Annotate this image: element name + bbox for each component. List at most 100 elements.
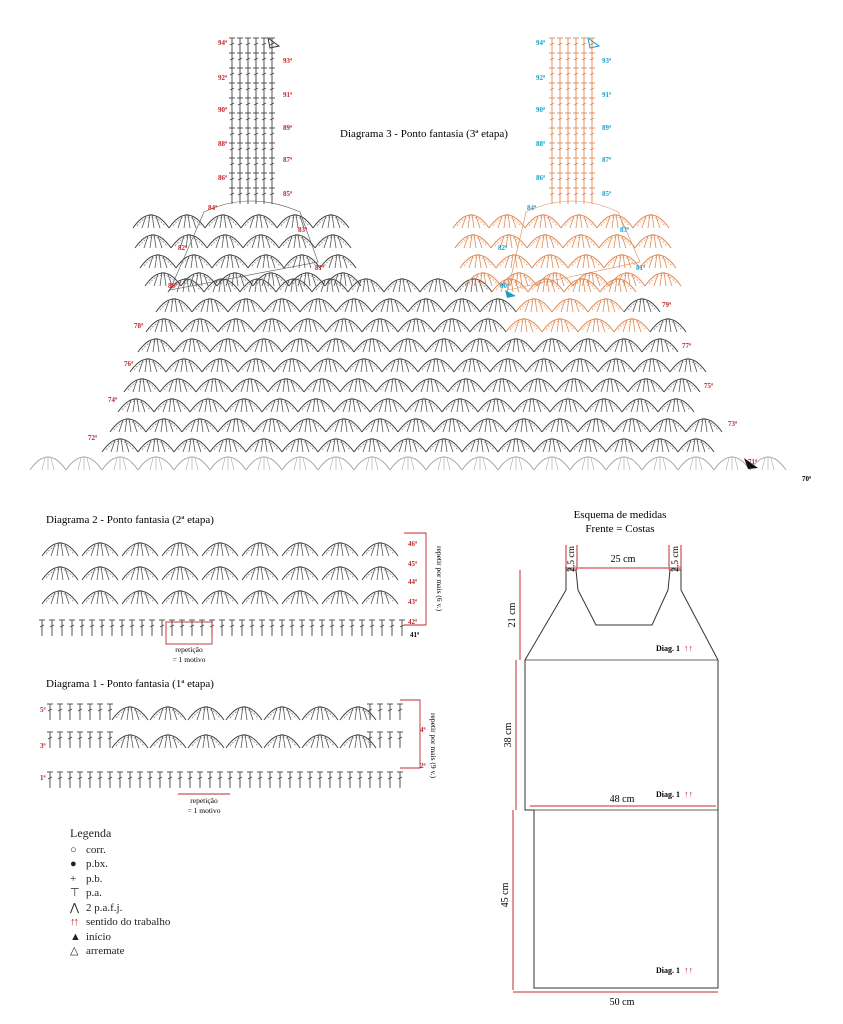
diagram-2-title: Diagrama 2 - Ponto fantasia (2ª etapa) xyxy=(46,514,214,526)
strap-stitch xyxy=(236,82,244,100)
fan-motif xyxy=(211,253,249,269)
diagram-1-repeat-label-1: repetição xyxy=(190,796,218,805)
base-stitch xyxy=(358,619,366,637)
fan-motif xyxy=(121,589,159,605)
strap-stitch xyxy=(244,112,252,130)
fan-motif xyxy=(657,397,695,413)
row-label: 83ª xyxy=(620,226,630,234)
fan-motif xyxy=(241,565,279,581)
row-label: 5ª xyxy=(40,706,47,714)
fan-motif xyxy=(263,705,301,721)
svg-text:Diag. 1: Diag. 1 xyxy=(656,790,680,799)
fan-motif xyxy=(225,733,263,749)
base-stitch xyxy=(338,619,346,637)
fan-motif xyxy=(453,357,491,373)
row-label: 46ª xyxy=(408,540,418,548)
base-stitch xyxy=(376,703,384,721)
strap-stitch xyxy=(564,52,572,70)
fan-motif xyxy=(677,437,715,453)
fan-motif xyxy=(240,213,278,229)
fan-motif xyxy=(669,357,707,373)
fan-motif xyxy=(227,297,265,313)
fan-motif xyxy=(101,437,139,453)
base-stitch xyxy=(128,619,136,637)
fan-motif xyxy=(241,541,279,557)
row-label: 82ª xyxy=(178,244,188,252)
strap-stitch xyxy=(236,52,244,70)
strap-stitch xyxy=(252,82,260,100)
fan-motif xyxy=(168,213,206,229)
fan-motif xyxy=(117,397,155,413)
diagram-3-left-yoke xyxy=(169,200,319,291)
diagram-3-left-strap xyxy=(228,37,276,205)
fan-motif xyxy=(81,589,119,605)
neck-measure: 25 cm xyxy=(611,554,636,565)
strap-stitch xyxy=(548,157,556,175)
row-label: 81ª xyxy=(636,264,646,272)
strap-stitch xyxy=(228,127,236,145)
finish-icon: △ xyxy=(70,945,79,957)
strap-stitch xyxy=(556,82,564,100)
fan-motif xyxy=(477,397,515,413)
row-label: 88ª xyxy=(536,140,546,148)
fan-motif xyxy=(245,337,283,353)
strap-stitch xyxy=(556,157,564,175)
fan-motif xyxy=(137,337,175,353)
strap-stitch xyxy=(260,157,268,175)
strap-stitch xyxy=(252,37,260,55)
diagram-3-right-strap xyxy=(548,37,596,205)
fan-motif xyxy=(303,377,341,393)
slip-stitch-icon: ● xyxy=(70,858,77,870)
strap-stitch xyxy=(236,157,244,175)
strap-stitch xyxy=(268,97,276,115)
base-stitch xyxy=(58,619,66,637)
row-label: 79ª xyxy=(662,301,672,309)
fan-motif xyxy=(569,337,607,353)
base-stitch xyxy=(96,703,104,721)
fan-motif xyxy=(253,417,291,433)
strap-stitch xyxy=(244,82,252,100)
strap-stitch xyxy=(580,172,588,190)
fan-motif xyxy=(464,271,502,287)
base-stitch xyxy=(376,771,384,789)
diagram-3-row-labels: 94ª92ª90ª88ª86ª84ª82ª80ª78ª76ª74ª72ª93ª9… xyxy=(88,39,812,483)
base-stitch xyxy=(396,731,404,749)
diagram-2-repeat-bracket xyxy=(404,532,427,626)
strap-stitch xyxy=(260,142,268,160)
strap-stitch xyxy=(556,52,564,70)
base-stitch xyxy=(298,619,306,637)
diagram-2-repeat-label-1: repetição xyxy=(175,645,203,654)
fan-motif xyxy=(225,705,263,721)
fan-motif xyxy=(301,733,339,749)
svg-text:Diag. 1: Diag. 1 xyxy=(656,966,680,975)
double-crochet-icon: ⊤ xyxy=(70,887,80,899)
fan-motif xyxy=(123,377,161,393)
single-crochet-icon: + xyxy=(70,872,77,885)
strap-stitch xyxy=(260,112,268,130)
fan-motif xyxy=(369,397,407,413)
fan-motif xyxy=(587,297,625,313)
base-stitch xyxy=(336,771,344,789)
strap-stitch xyxy=(572,157,580,175)
fan-motif xyxy=(361,565,399,581)
strap-stitch xyxy=(228,97,236,115)
base-stitch xyxy=(38,619,46,637)
strap-stitch xyxy=(580,157,588,175)
base-stitch xyxy=(176,771,184,789)
strap-stitch xyxy=(564,172,572,190)
base-stitch xyxy=(256,771,264,789)
legend: Legenda ○corr. ●p.bx. +p.b. ⊤p.a. ⋀2 p.a… xyxy=(70,826,170,959)
row-label: 87ª xyxy=(602,156,612,164)
base-stitch xyxy=(238,619,246,637)
fan-motif xyxy=(567,253,605,269)
base-stitch xyxy=(126,771,134,789)
base-stitch xyxy=(148,619,156,637)
fan-motif xyxy=(389,337,427,353)
fan-motif xyxy=(165,357,203,373)
strap-left-measure: 2,5 cm xyxy=(567,545,577,571)
fan-motif xyxy=(447,377,485,393)
fan-motif xyxy=(339,377,377,393)
base-stitch xyxy=(366,703,374,721)
strap-stitch xyxy=(588,187,596,205)
